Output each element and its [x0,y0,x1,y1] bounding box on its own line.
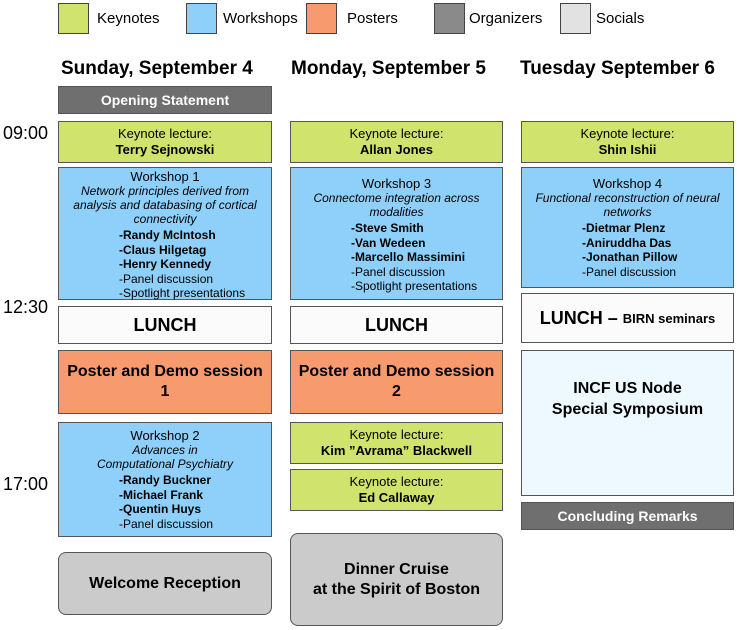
legend-posters-swatch [306,3,337,34]
birn-seminars-label: BIRN seminars [622,310,716,326]
legend-posters-label: Posters [347,10,398,27]
list-item: -Marcello Massimini [351,250,466,264]
poster-title: Poster and Demo session [67,363,263,380]
keynote-speaker: Terry Sejnowski [115,142,215,157]
list-item: -Claus Hilgetag [119,242,207,257]
time-0900: 09:00 [3,123,49,143]
poster-session-1: Poster and Demo session 1 [58,350,272,414]
list-item: -Panel discussion [119,516,214,531]
workshop-speaker-list: -Steve Smith -Van Wedeen -Marcello Massi… [291,221,502,294]
list-item: -Van Wedeen [351,235,426,250]
poster-session-2: Poster and Demo session 2 [290,350,503,414]
keynote-jones: Keynote lecture: Allan Jones [290,121,503,163]
workshop-speaker-list: -Randy Buckner -Michael Frank -Quentin H… [59,473,271,531]
list-item: -Jonathan Pillow [582,250,678,264]
dinner-cruise: Dinner Cruise at the Spirit of Boston [290,533,503,626]
lunch-tuesday: LUNCH – BIRN seminars [521,293,734,343]
keynote-speaker: Kim ”Avrama” Blackwell [320,443,473,458]
keynote-speaker: Allan Jones [360,142,433,157]
lunch-label: LUNCH [133,314,197,335]
list-item: -Randy Buckner [119,473,212,487]
workshop-title: Workshop 3 [361,176,432,191]
day-header-monday: Monday, September 5 [291,58,486,79]
day-header-sunday: Sunday, September 4 [61,58,253,79]
day-header-tuesday: Tuesday September 6 [520,58,716,79]
list-item: -Aniruddha Das [582,235,672,250]
list-item: -Panel discussion [351,264,446,279]
legend-socials-swatch [560,3,591,34]
lunch-label: LUNCH [365,314,428,335]
workshop-4: Workshop 4 Functional reconstruction of … [521,167,734,288]
list-item: -Henry Kennedy [119,257,212,271]
time-1230: 12:30 [3,297,49,317]
welcome-reception: Welcome Reception [58,552,272,615]
keynote-label: Keynote lecture: [118,126,212,141]
time-1700: 17:00 [3,474,49,494]
legend-workshops-swatch [186,3,217,34]
social-event-label: Welcome Reception [89,574,241,592]
workshop-title: Workshop 2 [130,428,200,443]
list-item: -Randy McIntosh [119,228,216,242]
workshop-subtitle: Connectome integration across modalities [313,191,480,219]
keynote-label: Keynote lecture: [349,474,444,489]
list-item: -Steve Smith [351,221,424,235]
workshop-title: Workshop 4 [592,176,663,191]
social-event-label: Dinner Cruise [344,560,449,578]
symposium-title: INCF US Node [573,380,682,397]
keynote-ishii: Keynote lecture: Shin Ishii [521,121,734,163]
workshop-speaker-list: -Dietmar Plenz -Aniruddha Das -Jonathan … [522,221,733,279]
social-event-venue: at the Spirit of Boston [312,580,481,598]
concluding-remarks: Concluding Remarks [521,502,734,530]
list-item: -Dietmar Plenz [582,221,666,235]
keynote-label: Keynote lecture: [580,126,675,141]
concluding-remarks-label: Concluding Remarks [557,508,698,524]
legend-organizers-swatch [434,3,465,34]
opening-statement: Opening Statement [58,86,272,114]
lunch-monday: LUNCH [290,306,503,344]
poster-title: Poster and Demo session [298,363,495,380]
lunch-sunday: LUNCH [58,306,272,344]
workshop-subtitle: Network principles derived from analysis… [73,184,257,226]
list-item: -Spotlight presentations [351,279,478,293]
workshop-subtitle: Functional reconstruction of neural netw… [535,191,720,219]
poster-number: 2 [392,383,401,400]
list-item: -Panel discussion [582,264,677,279]
symposium-subtitle: Special Symposium [551,401,704,418]
list-item: -Quentin Huys [119,502,202,516]
workshop-3: Workshop 3 Connectome integration across… [290,167,503,300]
keynote-speaker: Ed Callaway [358,490,435,505]
keynote-label: Keynote lecture: [349,427,444,442]
list-item: -Spotlight presentations [119,286,246,300]
workshop-subtitle: Advances in Computational Psychiatry [96,443,234,471]
legend-organizers-label: Organizers [469,10,543,27]
poster-number: 1 [160,383,170,400]
keynote-speaker: Shin Ishii [598,142,657,157]
keynote-sejnowski: Keynote lecture: Terry Sejnowski [58,121,272,163]
opening-statement-label: Opening Statement [100,92,230,108]
workshop-speaker-list: -Randy McIntosh -Claus Hilgetag -Henry K… [59,228,271,301]
workshop-2: Workshop 2 Advances in Computational Psy… [58,422,272,537]
legend-socials-label: Socials [596,10,645,27]
keynote-blackwell: Keynote lecture: Kim ”Avrama” Blackwell [290,422,503,464]
incf-symposium: INCF US Node Special Symposium [521,350,734,496]
list-item: -Panel discussion [119,271,214,286]
workshop-1: Workshop 1 Network principles derived fr… [58,167,272,300]
legend-keynotes-swatch [58,3,89,34]
legend-workshops-label: Workshops [223,10,298,27]
workshop-title: Workshop 1 [130,169,200,184]
list-item: -Michael Frank [119,487,204,502]
keynote-callaway: Keynote lecture: Ed Callaway [290,469,503,511]
lunch-label: LUNCH – [539,307,618,328]
legend-keynotes-label: Keynotes [97,10,160,27]
keynote-label: Keynote lecture: [349,126,444,141]
